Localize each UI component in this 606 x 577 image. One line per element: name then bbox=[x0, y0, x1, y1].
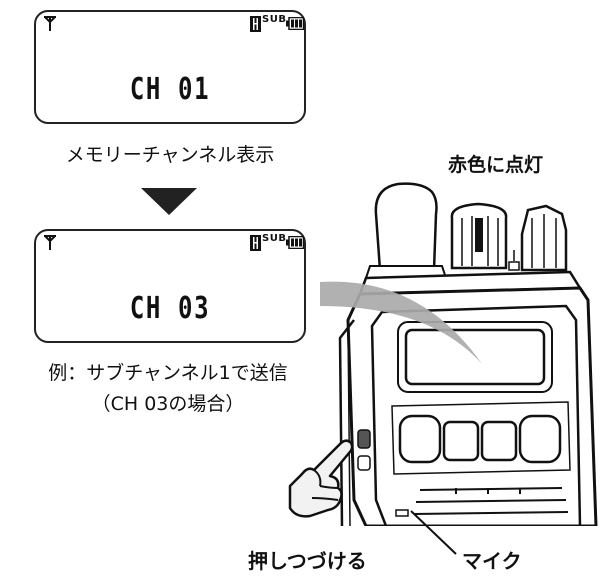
battery-icon bbox=[286, 236, 304, 249]
battery-icon bbox=[286, 17, 304, 30]
status-led bbox=[508, 261, 520, 271]
sub-indicator: SUB bbox=[262, 14, 287, 25]
channel-readout: CH 03 bbox=[129, 291, 211, 326]
radio-keypad bbox=[391, 401, 571, 475]
ptt-button bbox=[357, 429, 371, 449]
speaker-grille bbox=[413, 487, 569, 515]
signal-arrow-icon bbox=[320, 281, 482, 364]
memory-channel-caption: メモリーチャンネル表示 bbox=[65, 144, 275, 166]
radio-screen bbox=[404, 328, 546, 386]
antenna-icon bbox=[44, 16, 56, 31]
example-caption-line1: 例：サブチャンネル1で送信 bbox=[48, 362, 288, 384]
high-power-icon bbox=[250, 16, 261, 32]
volume-knob bbox=[520, 204, 568, 272]
antenna-icon bbox=[44, 235, 56, 250]
press-and-hold-label: 押しつづける bbox=[248, 549, 367, 573]
high-power-icon bbox=[250, 235, 261, 251]
channel-readout: CH 01 bbox=[129, 72, 211, 107]
mic-label: マイク bbox=[462, 549, 522, 573]
lcd-display-memory: SUB CH 01 bbox=[34, 10, 306, 124]
mic-pointer-line bbox=[410, 510, 457, 555]
pressing-hand-icon bbox=[288, 439, 354, 518]
lcd-display-sub-channel: SUB CH 03 bbox=[34, 229, 306, 343]
down-arrow-icon bbox=[141, 188, 197, 215]
channel-knob bbox=[450, 202, 508, 270]
radio-antenna bbox=[364, 182, 448, 279]
microphone-opening bbox=[395, 509, 409, 517]
sub-indicator: SUB bbox=[262, 233, 287, 244]
led-lit-red-label: 赤色に点灯 bbox=[448, 154, 544, 176]
example-caption-line2: （CH 03の場合） bbox=[91, 393, 245, 415]
